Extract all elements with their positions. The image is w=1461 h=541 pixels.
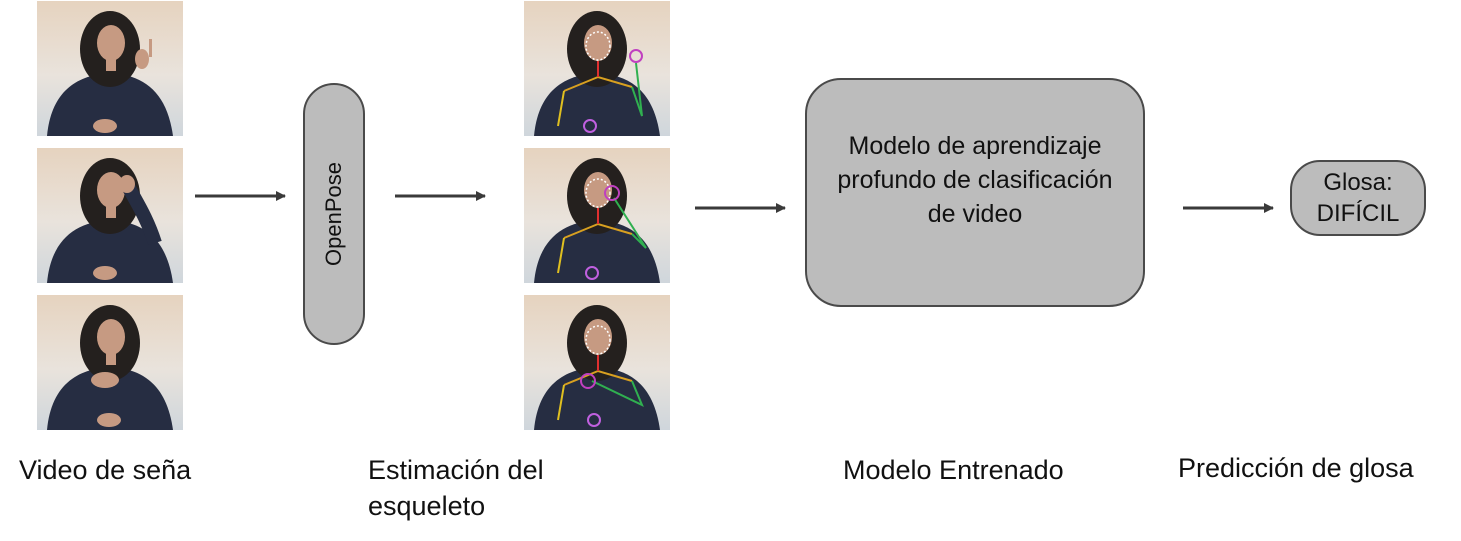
- video-frame-3: [37, 295, 183, 430]
- caption-skeleton-line1: Estimación del: [368, 455, 544, 485]
- caption-prediction: Predicción de glosa: [1178, 453, 1414, 483]
- arrow-skeleton-to-model: [695, 203, 786, 213]
- video-frame-1: [37, 1, 183, 136]
- arrow-video-to-openpose: [195, 191, 286, 201]
- caption-trained-model: Modelo Entrenado: [843, 455, 1064, 485]
- openpose-block: OpenPose: [303, 83, 365, 345]
- prediction-block: Glosa: DIFÍCIL: [1290, 160, 1426, 236]
- openpose-label: OpenPose: [321, 162, 346, 266]
- skeleton-frame-1: [524, 1, 670, 136]
- prediction-label: Glosa:: [1323, 169, 1393, 196]
- video-frame-2: [37, 148, 183, 283]
- prediction-value: DIFÍCIL: [1316, 200, 1400, 227]
- arrow-model-to-prediction: [1183, 203, 1274, 213]
- model-label: Modelo de aprendizaje profundo de clasif…: [837, 131, 1113, 228]
- caption-video: Video de seña: [19, 455, 192, 485]
- caption-skeleton: Estimación del esqueleto: [368, 452, 544, 524]
- skeleton-frame-2: [524, 148, 670, 283]
- arrow-openpose-to-skeleton: [395, 191, 486, 201]
- skeleton-frame-3: [524, 295, 670, 430]
- model-block: Modelo de aprendizaje profundo de clasif…: [805, 78, 1145, 307]
- caption-skeleton-line2: esqueleto: [368, 491, 486, 521]
